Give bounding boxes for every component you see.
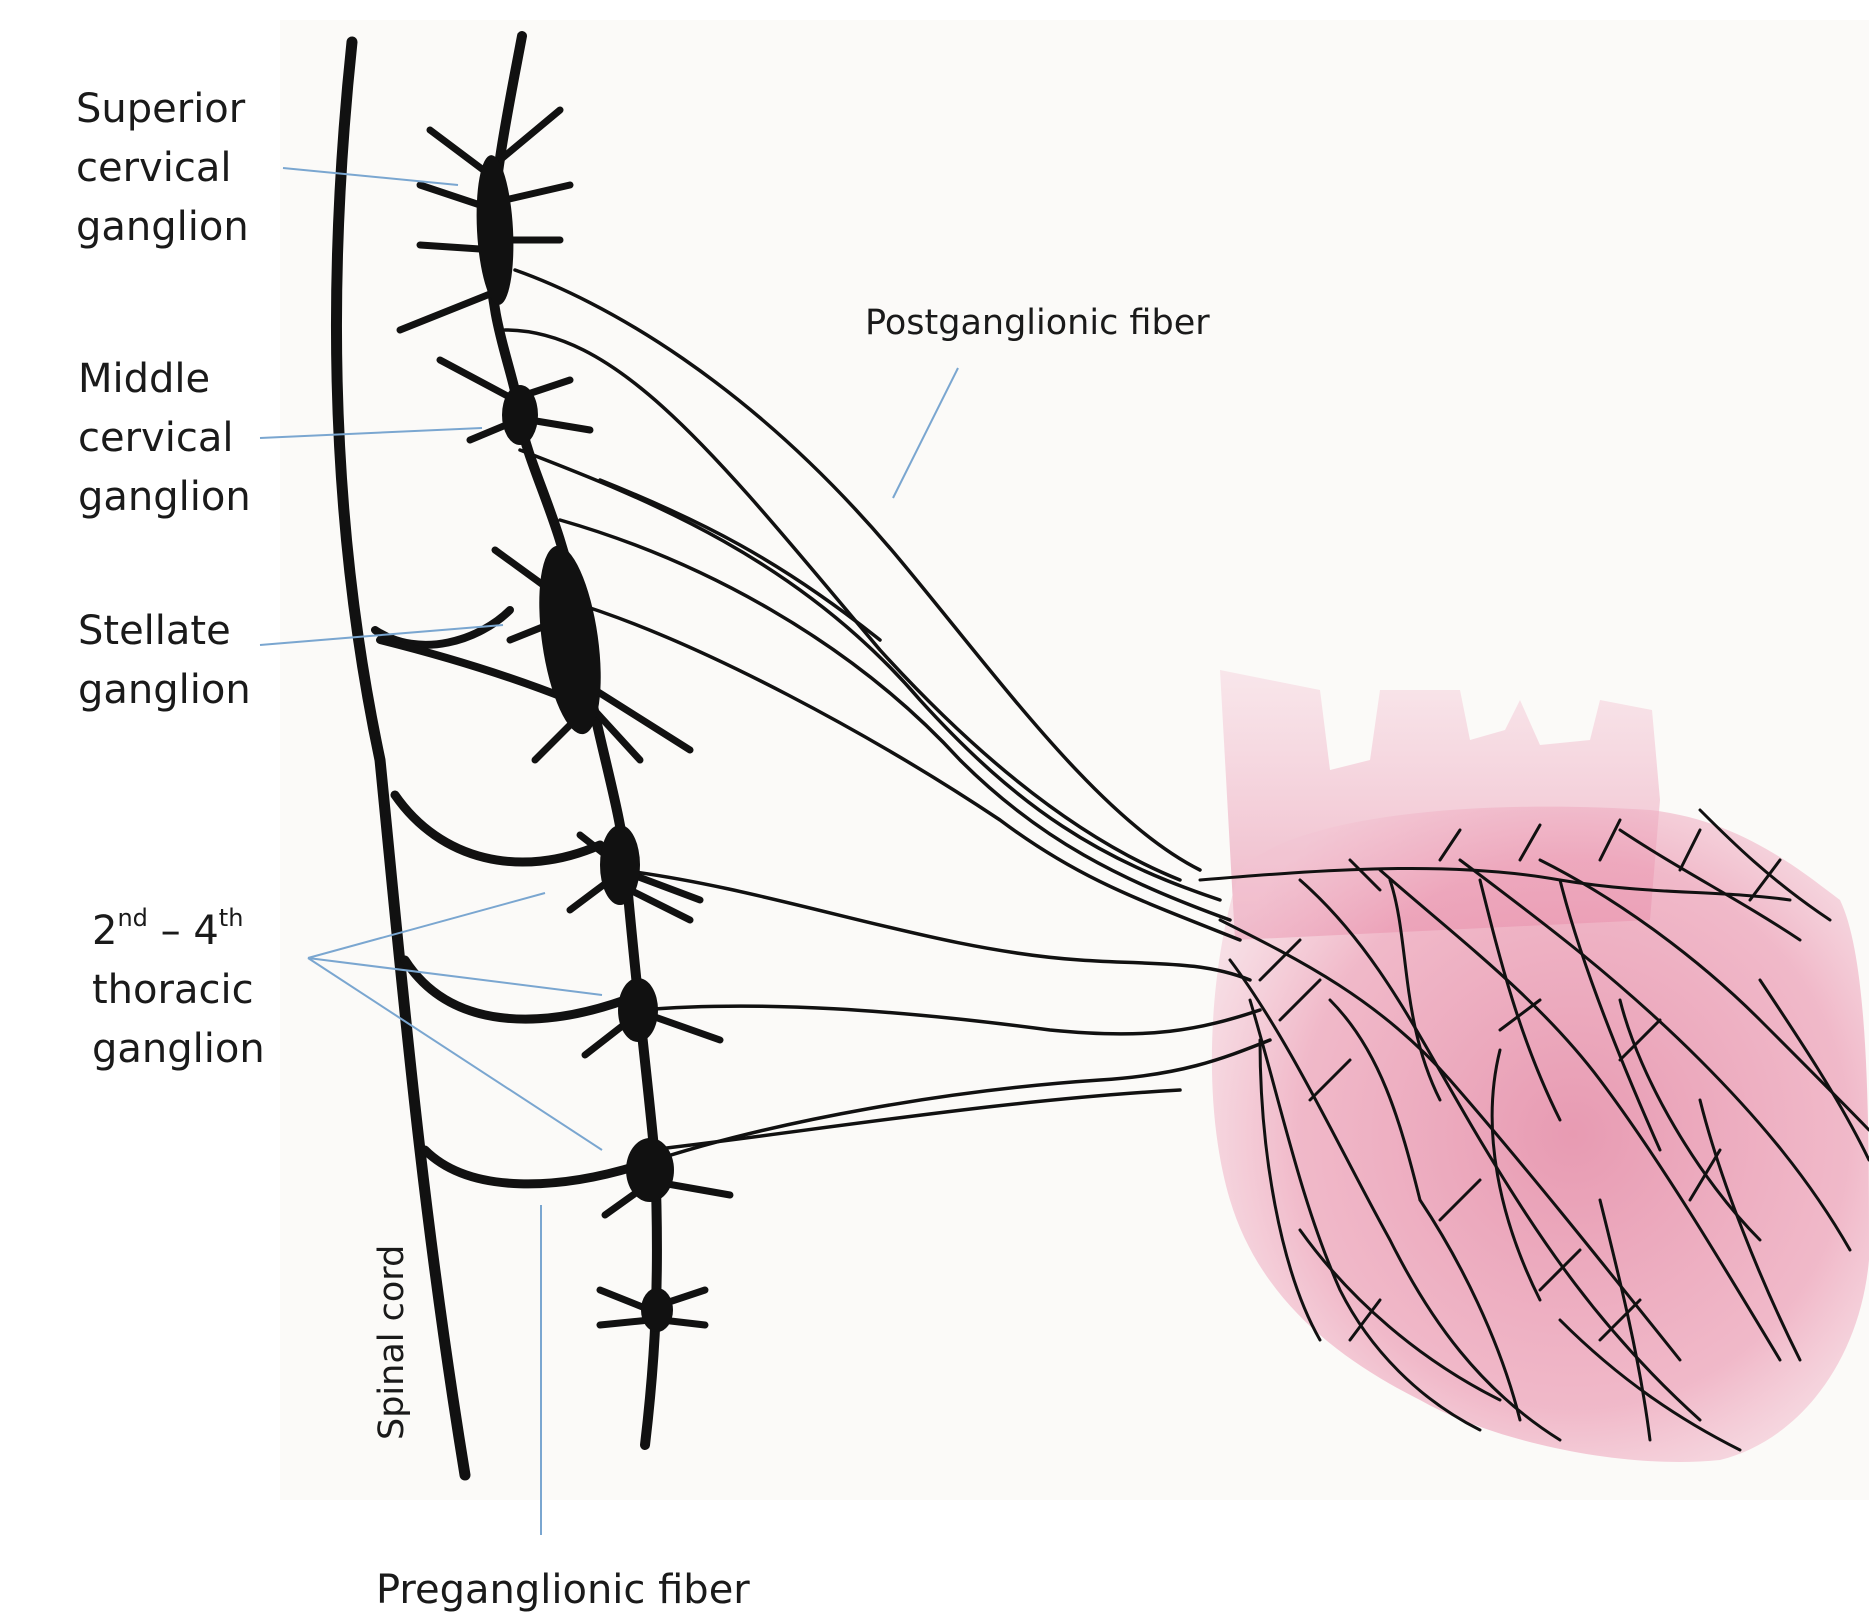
label-postganglionic-fiber: Postganglionic fiber: [865, 303, 1210, 343]
label-spinal-cord: Spinal cord: [370, 1245, 414, 1440]
label-middle-cervical-ganglion: Middle cervical ganglion: [78, 350, 251, 527]
label-superior-cervical-ganglion: Superior cervical ganglion: [76, 80, 249, 257]
label-stellate-ganglion: Stellate ganglion: [78, 602, 251, 720]
thoracic-ganglion-t5: [641, 1288, 673, 1332]
thoracic-ganglion-t3: [618, 978, 658, 1042]
thoracic-ganglion-t4: [626, 1138, 674, 1202]
label-preganglionic-fiber: Preganglionic fiber: [376, 1568, 750, 1612]
thoracic-range: 2nd – 4th: [92, 902, 265, 961]
middle-cervical-ganglion: [502, 385, 538, 445]
label-thoracic-ganglion: 2nd – 4th thoracic ganglion: [92, 902, 265, 1079]
thoracic-ganglion-t2: [600, 825, 640, 905]
